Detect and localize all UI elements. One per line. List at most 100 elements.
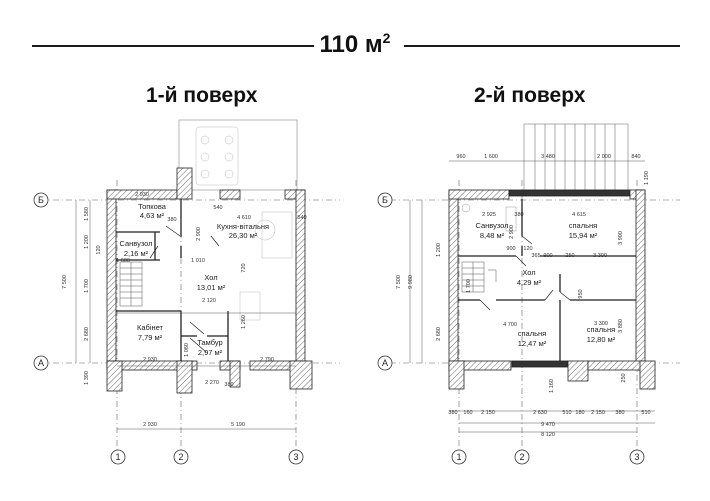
f1-room-kitchen: Кухня-вітальня <box>217 222 269 231</box>
f2-dim-v6: 1 160 <box>549 379 555 393</box>
f2-dims: 960 1 600 3 480 2 000 840 2 925 380 4 61… <box>396 154 651 438</box>
f2-dim-v9: 1 200 <box>436 243 442 257</box>
f1-area-hall: 13,01 м² <box>197 283 226 292</box>
f2-dim-b1: 380 <box>448 410 457 416</box>
f2-room-bed1: спальня <box>569 221 597 230</box>
axis-1-f1: 1 <box>115 452 120 462</box>
f1-inner-walls <box>116 199 229 361</box>
f1-dim-t540b: 540 <box>297 215 306 221</box>
f2-doors <box>479 235 571 311</box>
f2-dim-h6: 3 300 <box>593 253 607 259</box>
f2-dim-top3: 3 480 <box>541 154 555 160</box>
axis-3-f2: 3 <box>634 452 639 462</box>
f2-area-bath: 8,48 м² <box>480 231 505 240</box>
f2-dim-h3: 365 <box>531 253 540 259</box>
f1-dim-hall: 2 120 <box>202 298 216 304</box>
axis-b-left-2: Б <box>382 195 388 205</box>
floor1-plan: Топкова 4,63 м² Кухня-вітальня 26,30 м² … <box>62 119 313 430</box>
title-rule-left <box>32 45 314 47</box>
axis-2-f2: 2 <box>519 452 524 462</box>
f2-dim-h5: 250 <box>565 253 574 259</box>
total-area-sup: 2 <box>382 30 391 46</box>
f2-dim-m3: 3 880 <box>618 319 624 333</box>
f2-inner-walls <box>458 199 636 361</box>
f2-dim-top1: 960 <box>456 154 465 160</box>
f2-dim-h4: 900 <box>543 253 552 259</box>
f1-dim-misc7: 2 900 <box>196 227 202 241</box>
f2-dim-m2: 3 300 <box>594 321 608 327</box>
f1-dim-t380: 380 <box>167 217 176 223</box>
f1-dim-cab: 2 680 <box>84 327 90 341</box>
f2-dim-v3: 2 900 <box>509 225 515 239</box>
f2-dim-total2: 8 120 <box>541 432 555 438</box>
f2-dim-b9: 510 <box>641 410 650 416</box>
f1-dim-t720: 720 <box>241 263 247 272</box>
f2-room-bed2: спальня <box>518 329 546 338</box>
axis-a-left-2: А <box>382 358 388 368</box>
f1-dim-misc6: 1 200 <box>84 235 90 249</box>
f1-room-tambur: Тамбур <box>197 338 222 347</box>
f2-area-bed2: 12,47 м² <box>518 339 547 348</box>
f2-dim-b2: 160 <box>463 410 472 416</box>
f2-dim-b4: 2 630 <box>533 410 547 416</box>
f2-dim-left1: 7 500 <box>396 275 402 289</box>
f2-dim-r3: 4 615 <box>572 212 586 218</box>
f1-dim-misc4: 1 390 <box>84 371 90 385</box>
f2-area-hall: 4,29 м² <box>517 278 542 287</box>
f1-dim-t1060: 1 060 <box>184 343 190 357</box>
f1-stairs <box>119 261 143 307</box>
f1-area-cab: 7,79 м² <box>138 333 163 342</box>
f1-dim-t120: 120 <box>96 245 102 254</box>
f2-dim-v4: 950 <box>578 289 584 298</box>
f2-area-bed3: 12,80 м² <box>587 335 616 344</box>
f1-dim-top-a: 2 930 <box>135 192 149 198</box>
f2-dim-v2: 1 190 <box>644 171 650 185</box>
f2-dim-v1: 3 900 <box>618 231 624 245</box>
f2-dim-top4: 2 000 <box>597 154 611 160</box>
f1-dim-t380b: 380 <box>224 382 233 388</box>
f1-area-bath: 2,16 м² <box>124 249 149 258</box>
f1-dim-row-a1: 2 930 <box>143 357 157 363</box>
f2-dim-v10: 2 680 <box>436 327 442 341</box>
f2-stairs <box>461 261 497 293</box>
f1-room-labels: Топкова 4,63 м² Кухня-вітальня 26,30 м² … <box>119 202 269 357</box>
f2-area-bed1: 15,94 м² <box>569 231 598 240</box>
f2-dim-r1: 2 925 <box>482 212 496 218</box>
floor2-title: 2-й поверх <box>474 84 586 107</box>
axis-bubbles <box>33 192 645 465</box>
f2-dim-b6: 180 <box>575 410 584 416</box>
f2-dim-total1: 9 470 <box>541 422 555 428</box>
f1-outer-walls <box>106 167 313 394</box>
f2-dim-b5: 510 <box>562 410 571 416</box>
f2-dim-v5: 1 700 <box>466 279 472 293</box>
f2-room-bath: Санвузол <box>475 221 508 230</box>
f2-dim-lines <box>409 160 655 433</box>
f2-dim-b8: 380 <box>615 410 624 416</box>
axis-2-f1: 2 <box>178 452 183 462</box>
floor1-title: 1-й поверх <box>146 84 258 107</box>
f2-dim-r2: 380 <box>514 212 523 218</box>
f2-fixtures <box>461 203 517 232</box>
f1-dim-top-b: 4 610 <box>237 215 251 221</box>
f1-dim-misc2: 1 010 <box>191 258 205 264</box>
f1-doors <box>149 225 220 353</box>
f1-dim-t1260: 1 260 <box>241 315 247 329</box>
f2-dim-v7: 250 <box>621 373 627 382</box>
f1-dim-lines <box>75 200 296 430</box>
f1-dim-misc3: 1 700 <box>84 279 90 293</box>
f1-dim-t540: 540 <box>213 205 222 211</box>
axis-b-left-1: Б <box>38 195 44 205</box>
f2-dim-b7: 2 150 <box>591 410 605 416</box>
f2-dim-h2: 120 <box>523 246 532 252</box>
f1-area-tambur: 2,97 м² <box>198 348 223 357</box>
total-area-title: 110 м2 <box>0 30 710 59</box>
f2-dim-h1: 900 <box>506 246 515 252</box>
axis-3-f1: 3 <box>293 452 298 462</box>
f1-room-topkova: Топкова <box>138 202 167 211</box>
f2-room-bed3: спальня <box>587 325 615 334</box>
axis-a-left-1: А <box>38 358 44 368</box>
f1-area-kitchen: 26,30 м² <box>229 231 258 240</box>
f1-room-bath: Санвузол <box>119 239 152 248</box>
f2-room-hall: Хол <box>522 268 535 277</box>
